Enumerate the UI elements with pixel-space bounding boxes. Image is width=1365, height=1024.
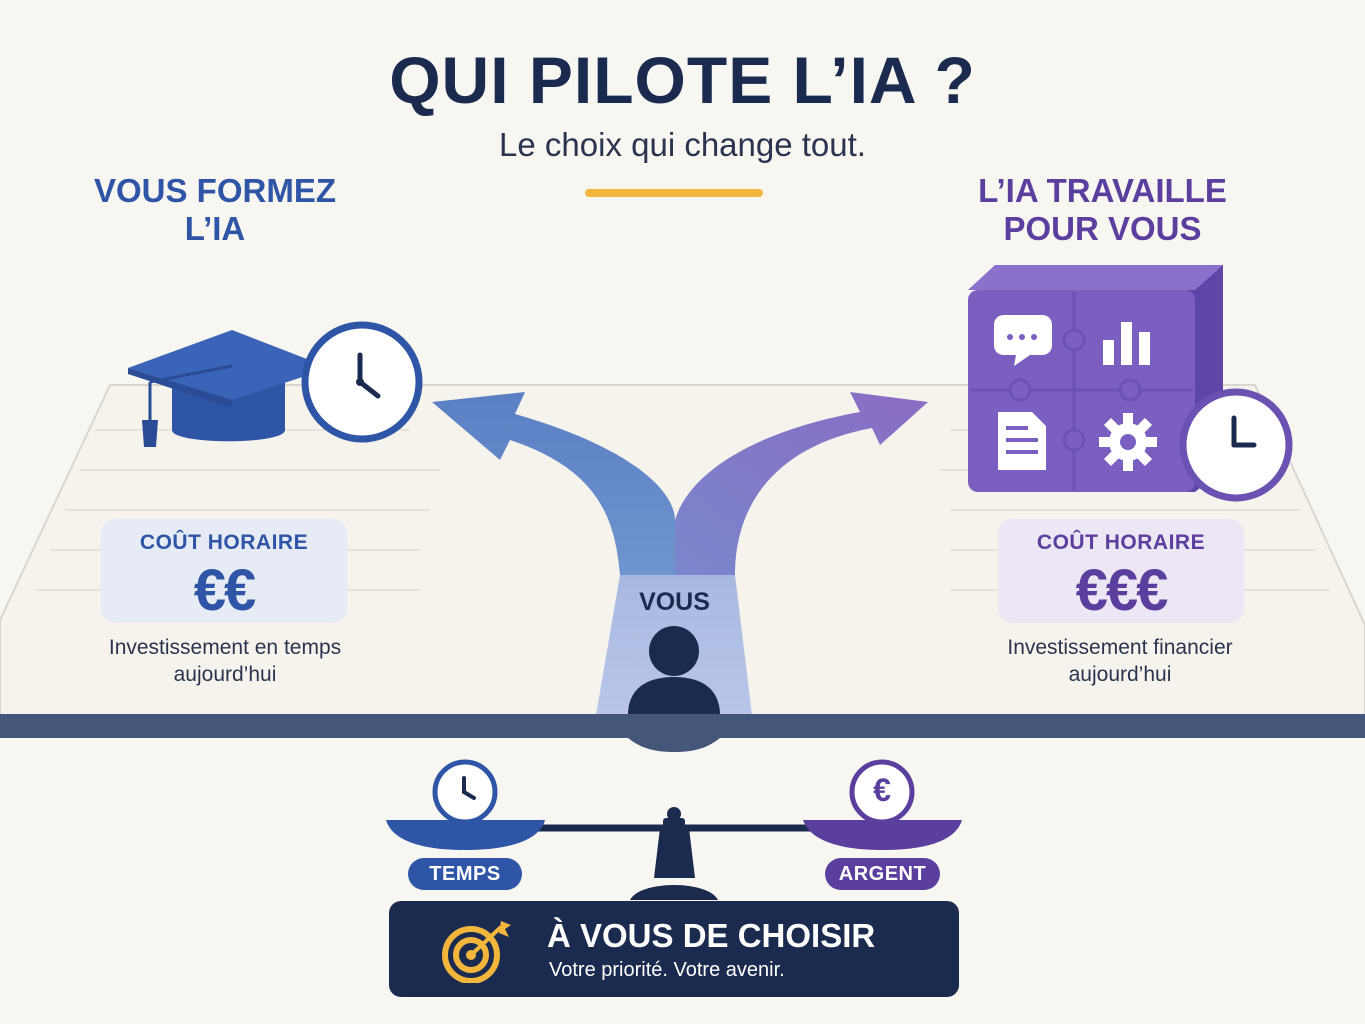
bar-chart-icon xyxy=(1103,322,1150,365)
gear-icon xyxy=(1099,413,1157,471)
left-heading-line1: VOUS FORMEZ xyxy=(93,172,336,209)
right-caption-line1: Investissement financier xyxy=(1007,636,1233,659)
right-cost-label: COÛT HORAIRE xyxy=(1036,531,1206,554)
right-caption: Investissement financier aujourd’hui xyxy=(955,634,1285,688)
temps-label: TEMPS xyxy=(408,858,522,890)
choose-subtitle: Votre priorité. Votre avenir. xyxy=(549,959,785,981)
right-heading-line1: L’IA TRAVAILLE xyxy=(978,172,1227,209)
right-cost-card: COÛT HORAIRE €€€ xyxy=(998,519,1244,623)
divider-bar xyxy=(0,714,1365,738)
clock-icon xyxy=(301,321,423,443)
person-label: VOUS xyxy=(639,588,710,616)
left-option-heading: VOUS FORMEZ L’IA xyxy=(60,172,370,248)
left-cost-value: €€ xyxy=(193,558,257,623)
right-caption-line2: aujourd’hui xyxy=(1068,663,1172,686)
right-cost-value: €€€ xyxy=(1075,558,1169,623)
clock-icon xyxy=(1179,388,1293,502)
left-cost-card: COÛT HORAIRE €€ xyxy=(101,519,347,623)
page-title: QUI PILOTE L’IA ? xyxy=(389,43,976,117)
left-caption-line1: Investissement en temps xyxy=(108,636,342,659)
person-icon xyxy=(628,626,720,715)
left-caption-line2: aujourd’hui xyxy=(173,663,277,686)
right-heading-line2: POUR VOUS xyxy=(1003,210,1202,247)
left-heading-line2: L’IA xyxy=(184,210,246,247)
graduation-cap-icon xyxy=(128,330,330,447)
left-cost-label: COÛT HORAIRE xyxy=(139,531,309,554)
clock-icon xyxy=(432,759,498,825)
choose-banner: À VOUS DE CHOISIR Votre priorité. Votre … xyxy=(389,901,959,997)
euro-coin-icon xyxy=(849,759,915,825)
left-caption: Investissement en temps aujourd’hui xyxy=(60,634,390,688)
page-subtitle: Le choix qui change tout. xyxy=(499,126,866,163)
target-icon xyxy=(442,921,511,983)
title-underline xyxy=(585,189,763,197)
right-option-heading: L’IA TRAVAILLE POUR VOUS xyxy=(955,172,1250,248)
argent-label: ARGENT xyxy=(825,858,940,890)
chat-icon xyxy=(994,315,1052,366)
euro-coin-symbol: € xyxy=(873,772,891,808)
document-icon xyxy=(998,412,1046,470)
balance-scale xyxy=(386,807,962,900)
choose-title: À VOUS DE CHOISIR xyxy=(547,917,876,954)
